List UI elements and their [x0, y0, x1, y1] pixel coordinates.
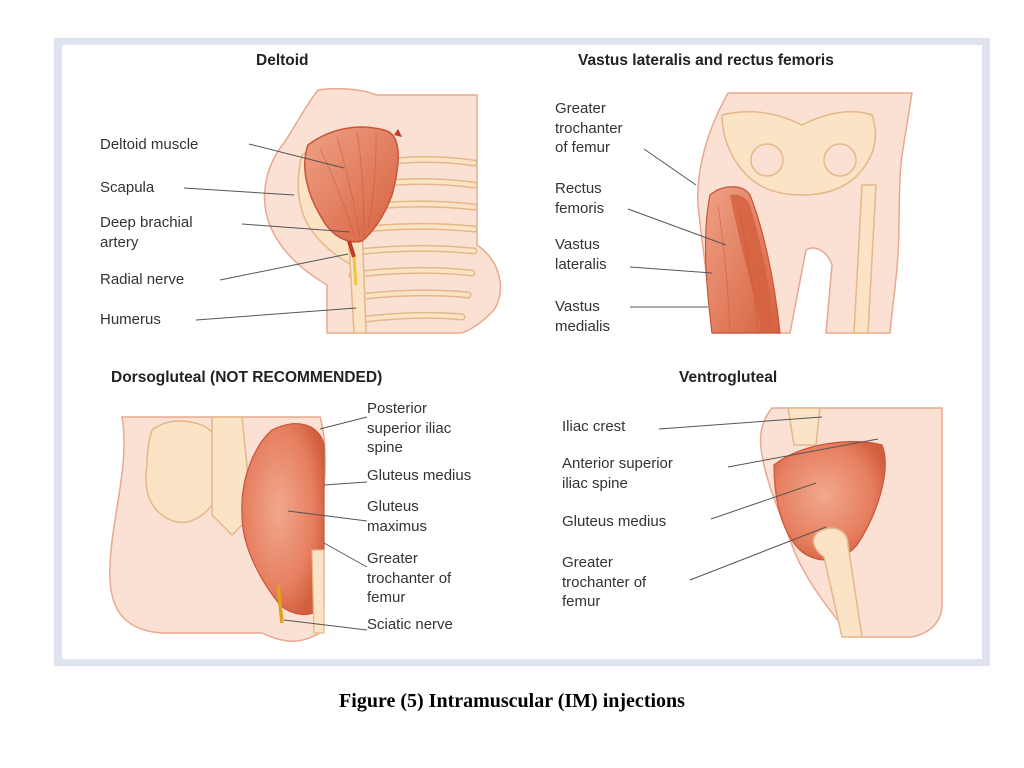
shoulder-top-vessel	[394, 129, 402, 137]
femur-bone-ventro	[812, 527, 863, 638]
lumbar-spine	[787, 407, 821, 446]
vastus-panel-title: Vastus lateralis and rectus femoris	[578, 52, 834, 69]
dorsogluteal-illustration	[109, 416, 326, 642]
label-vastus-lateralis: Vastus lateralis	[555, 236, 607, 273]
dorsogluteal-panel-title: Dorsogluteal (NOT RECOMMENDED)	[111, 369, 383, 386]
label-rectus-femoris: Rectus femoris	[555, 180, 605, 217]
vastus-illustration	[697, 92, 913, 334]
gluteus-maximus-muscle	[241, 423, 325, 615]
label-gluteus-medius-ventro: Gluteus medius	[562, 513, 667, 530]
label-deltoid-muscle: Deltoid muscle	[100, 136, 199, 153]
label-asis: Anterior superior iliac spine	[562, 455, 673, 492]
deltoid-panel-title: Deltoid	[256, 52, 309, 69]
sciatic-nerve	[276, 584, 284, 624]
label-vastus-medialis: Vastus medialis	[555, 298, 611, 335]
label-greater-trochanter-vastus: Greater trochanter of femur	[555, 100, 623, 156]
label-psis: Posterior superior iliac spine	[367, 400, 452, 456]
label-gluteus-medius-dorso: Gluteus medius	[367, 467, 472, 484]
label-humerus: Humerus	[100, 311, 161, 328]
figure-caption: Figure (5) Intramuscular (IM) injections	[339, 690, 685, 712]
gluteus-medius-muscle	[773, 441, 886, 561]
radial-nerve	[352, 256, 358, 286]
label-radial-nerve: Radial nerve	[100, 271, 185, 288]
ventrogluteal-illustration	[759, 407, 943, 638]
ventrogluteal-panel-title: Ventrogluteal	[679, 369, 778, 386]
label-deep-brachial-artery: Deep brachial artery	[100, 214, 193, 251]
femur-bone	[311, 549, 325, 634]
anatomy-illustration	[109, 87, 943, 642]
label-gluteus-maximus: Gluteus maximus	[367, 498, 428, 535]
label-scapula: Scapula	[100, 179, 155, 196]
ventrogluteal-leader-lines	[658, 416, 879, 581]
label-greater-trochanter-dorso: Greater trochanter of femur	[367, 550, 452, 606]
deltoid-leader-lines	[183, 143, 357, 321]
deep-brachial-artery	[347, 240, 356, 258]
label-sciatic-nerve: Sciatic nerve	[367, 616, 453, 633]
rectus-femoris-muscle	[730, 194, 774, 333]
label-iliac-crest: Iliac crest	[562, 418, 626, 435]
dorsogluteal-leader-lines	[283, 416, 368, 631]
deltoid-illustration	[263, 87, 502, 334]
deltoid-muscle	[304, 126, 399, 243]
label-greater-trochanter-ventro: Greater trochanter of femur	[562, 554, 647, 610]
ilium-bone	[145, 420, 228, 524]
vastus-leader-lines	[627, 148, 727, 308]
figure-panel-area: Deltoid Vastus lateralis and rectus femo…	[62, 45, 982, 659]
right-femur	[853, 184, 877, 334]
figure-frame: Deltoid Vastus lateralis and rectus femo…	[54, 38, 990, 666]
